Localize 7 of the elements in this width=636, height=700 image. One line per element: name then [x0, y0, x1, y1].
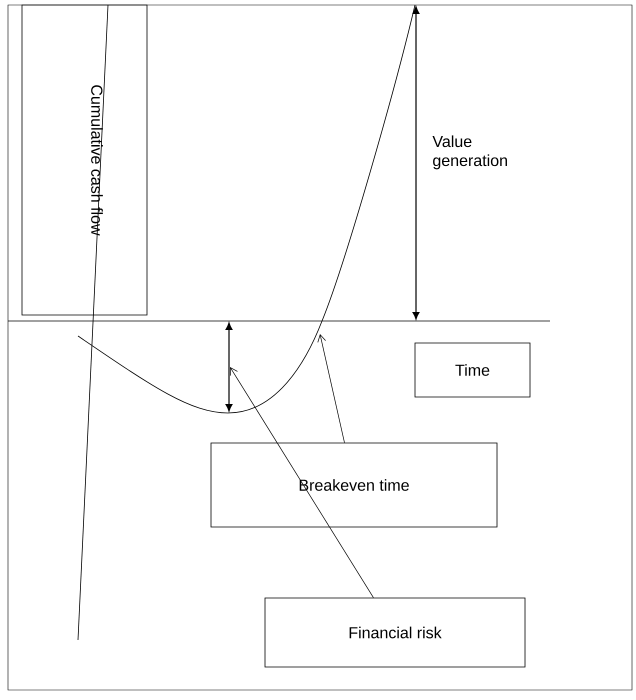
dimension-label: Value generation: [432, 135, 507, 170]
axis-title: Cumulative cash flow: [91, 85, 103, 236]
label-box: [22, 4, 148, 316]
leader-line: [230, 367, 374, 598]
leader-line: [317, 334, 345, 443]
label-box: Financial risk: [264, 598, 526, 668]
label-box: Time: [414, 342, 530, 398]
